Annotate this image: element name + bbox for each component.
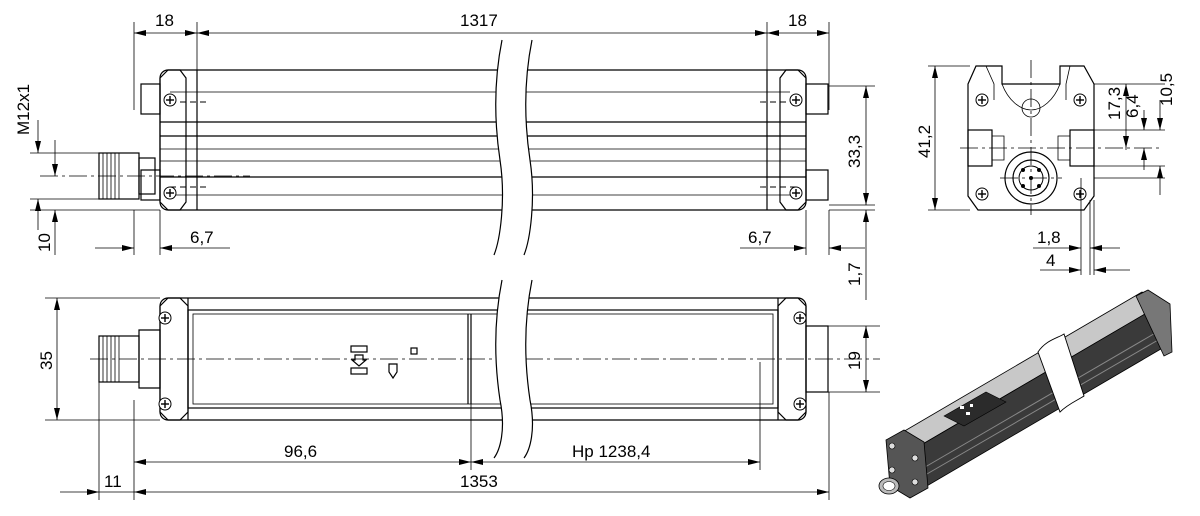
dim-right-offset: 6,7 [748,228,772,247]
front-view: 18 1317 18 M12x1 10 6,7 6,7 33,3 1,7 [14,11,875,300]
isometric-view [878,289,1173,499]
dim-connector-height: 10 [35,233,54,252]
dim-bottom-offset: 1,7 [845,262,864,286]
dim-left-offset: 6,7 [190,228,214,247]
side-dim-6-4: 6,4 [1123,94,1142,118]
side-view: 41,2 17,3 6,4 10,5 1,8 4 [915,60,1176,275]
dim-thread: M12x1 [14,84,33,135]
side-dim-1-8: 1,8 [1037,228,1061,247]
top-dim-96-6: 96,6 [284,442,317,461]
side-dim-10-5: 10,5 [1157,73,1176,106]
dim-right-cap: 18 [788,11,807,30]
top-dim-11: 11 [104,472,122,491]
top-view: 35 19 96,6 Hp 1238,4 11 1353 [37,279,880,500]
dim-total-length: 1317 [460,11,498,30]
side-dim-17-3: 17,3 [1105,87,1124,120]
side-dim-4: 4 [1046,251,1055,270]
top-dim-overall: 1353 [460,472,498,491]
top-dim-height: 35 [37,351,56,370]
top-dim-hp: Hp 1238,4 [572,442,650,461]
dim-height: 33,3 [845,135,864,168]
top-dim-center: 19 [845,351,864,370]
side-dim-height: 41,2 [915,125,934,158]
dim-left-cap: 18 [155,11,174,30]
